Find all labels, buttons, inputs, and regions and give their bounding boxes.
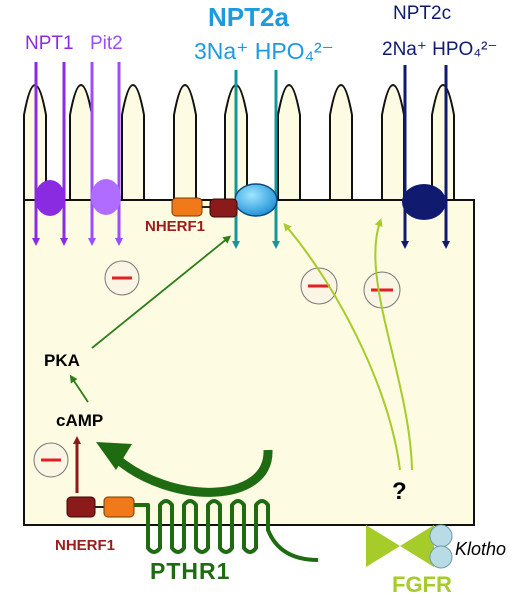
fgfr-to-npt2a-arrow bbox=[283, 222, 401, 471]
fgfr-receptor bbox=[366, 525, 434, 567]
pit2-arrows bbox=[88, 62, 123, 246]
fgfr-to-npt2c-arrow bbox=[374, 218, 413, 471]
nherf1-bottom-complex bbox=[66, 496, 135, 518]
nherf1-bottom-label: NHERF1 bbox=[55, 537, 116, 554]
nherf1-top-label: NHERF1 bbox=[145, 218, 206, 235]
pthr1-receptor bbox=[134, 499, 319, 562]
fgfr-label: FGFR bbox=[392, 572, 452, 597]
npt2c-label: NPT2c bbox=[393, 3, 452, 24]
cell bbox=[23, 84, 475, 526]
cell-body bbox=[23, 199, 475, 526]
npt1-arrows bbox=[32, 62, 68, 246]
klotho-label: Klotho bbox=[455, 539, 507, 559]
pka-to-npt2a-arrow bbox=[91, 235, 232, 349]
npt2c-ion-label: 2Na⁺ HPO₄²⁻ bbox=[382, 39, 498, 60]
npt1-label: NPT1 bbox=[25, 33, 74, 54]
npt2a-ion-label: 3Na⁺ HPO₄²⁻ bbox=[194, 38, 334, 64]
pthr1-label: PTHR1 bbox=[150, 558, 231, 584]
inhibit-circle-2 bbox=[300, 267, 338, 305]
npt2a-transporter bbox=[234, 183, 278, 217]
pit2-label: Pit2 bbox=[90, 33, 123, 54]
camp-label: cAMP bbox=[56, 411, 104, 430]
unknown-mechanism-label: ? bbox=[392, 478, 407, 505]
npt1-transporter bbox=[35, 180, 65, 216]
inhibit-circle-1 bbox=[104, 260, 140, 296]
npt2c-transporter bbox=[402, 184, 446, 220]
npt2c-arrows bbox=[401, 65, 450, 249]
klotho bbox=[429, 524, 453, 569]
pit2-transporter bbox=[91, 179, 121, 215]
pthr1-signal-arrow bbox=[113, 449, 273, 497]
inhibit-circle-3 bbox=[363, 271, 401, 309]
nherf1-top-complex bbox=[171, 197, 238, 218]
npt2a-label: NPT2a bbox=[208, 2, 289, 32]
pka-label: PKA bbox=[44, 351, 80, 370]
pthr1-signal-arrowhead bbox=[96, 442, 132, 470]
inhibit-circle-4 bbox=[33, 442, 69, 478]
camp-to-pka-arrow bbox=[69, 374, 89, 403]
microvilli bbox=[23, 84, 455, 200]
